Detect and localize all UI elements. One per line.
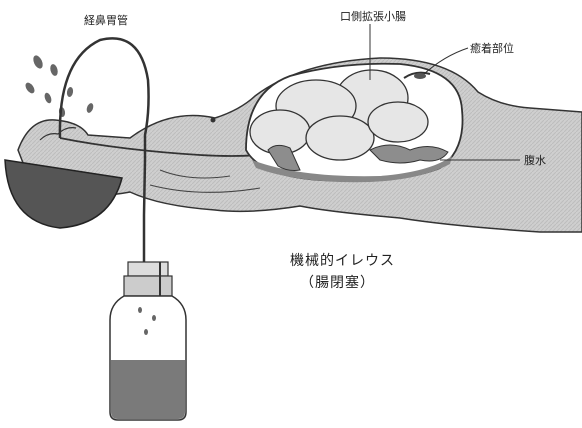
diagram-subtitle: （腸閉塞） <box>300 272 375 292</box>
adhesion-site-label: 癒着部位 <box>470 40 514 56</box>
dilated-bowel-label: 口側拡張小腸 <box>340 8 406 24</box>
eye-mark <box>211 118 216 123</box>
ascites-label: 腹水 <box>524 152 546 168</box>
vomit-drops <box>24 54 95 117</box>
nasogastric-tube-label: 経鼻胃管 <box>84 12 128 28</box>
diagram-title: 機械的イレウス <box>290 250 395 270</box>
collection-bottle <box>110 262 186 420</box>
